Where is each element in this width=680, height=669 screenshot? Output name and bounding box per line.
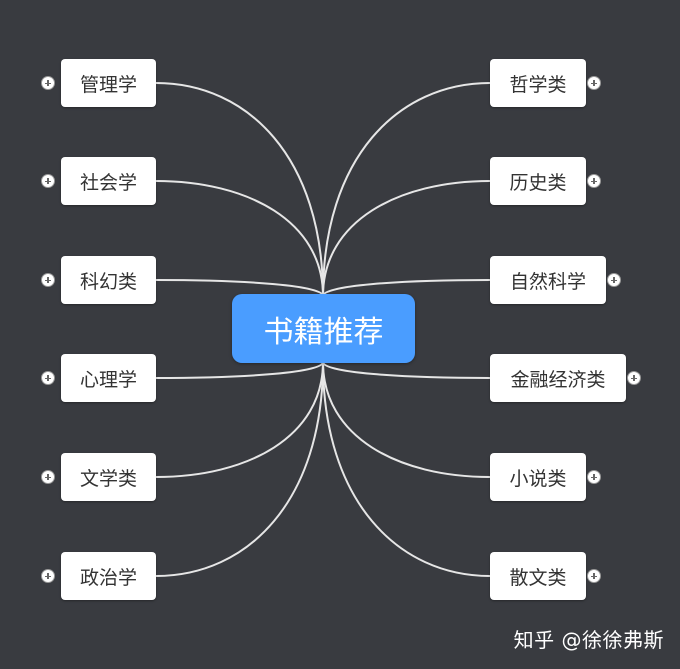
connector-line: [155, 361, 324, 577]
connector-line: [322, 279, 491, 297]
expand-plus-icon[interactable]: [41, 470, 55, 484]
connector-line: [155, 361, 324, 478]
connector-line: [155, 82, 324, 297]
expand-plus-icon[interactable]: [587, 470, 601, 484]
topic-left-3[interactable]: 科幻类: [61, 256, 156, 304]
expand-plus-icon[interactable]: [587, 76, 601, 90]
topic-right-5[interactable]: 小说类: [490, 453, 586, 501]
topic-right-3[interactable]: 自然科学: [490, 256, 606, 304]
topic-right-6[interactable]: 散文类: [490, 552, 586, 600]
expand-plus-icon[interactable]: [587, 569, 601, 583]
connector-line: [322, 82, 491, 297]
topic-right-2[interactable]: 历史类: [490, 157, 586, 205]
topic-right-4[interactable]: 金融经济类: [490, 354, 626, 402]
expand-plus-icon[interactable]: [627, 371, 641, 385]
topic-left-1[interactable]: 管理学: [61, 59, 156, 107]
expand-plus-icon[interactable]: [41, 569, 55, 583]
topic-left-2[interactable]: 社会学: [61, 157, 156, 205]
topic-left-4[interactable]: 心理学: [61, 354, 156, 402]
expand-plus-icon[interactable]: [587, 174, 601, 188]
topic-right-1[interactable]: 哲学类: [490, 59, 586, 107]
expand-plus-icon[interactable]: [41, 174, 55, 188]
connector-line: [155, 180, 324, 297]
expand-plus-icon[interactable]: [41, 371, 55, 385]
topic-left-5[interactable]: 文学类: [61, 453, 156, 501]
connector-line: [322, 361, 491, 478]
expand-plus-icon[interactable]: [607, 273, 621, 287]
connector-line: [155, 279, 324, 297]
expand-plus-icon[interactable]: [41, 273, 55, 287]
watermark: 知乎 @徐徐弗斯: [513, 628, 664, 652]
expand-plus-icon[interactable]: [41, 76, 55, 90]
connector-line: [322, 361, 491, 379]
connector-line: [155, 361, 324, 379]
topic-left-6[interactable]: 政治学: [61, 552, 156, 600]
connector-line: [322, 180, 491, 297]
connector-line: [322, 361, 491, 577]
central-topic[interactable]: 书籍推荐: [232, 294, 415, 363]
